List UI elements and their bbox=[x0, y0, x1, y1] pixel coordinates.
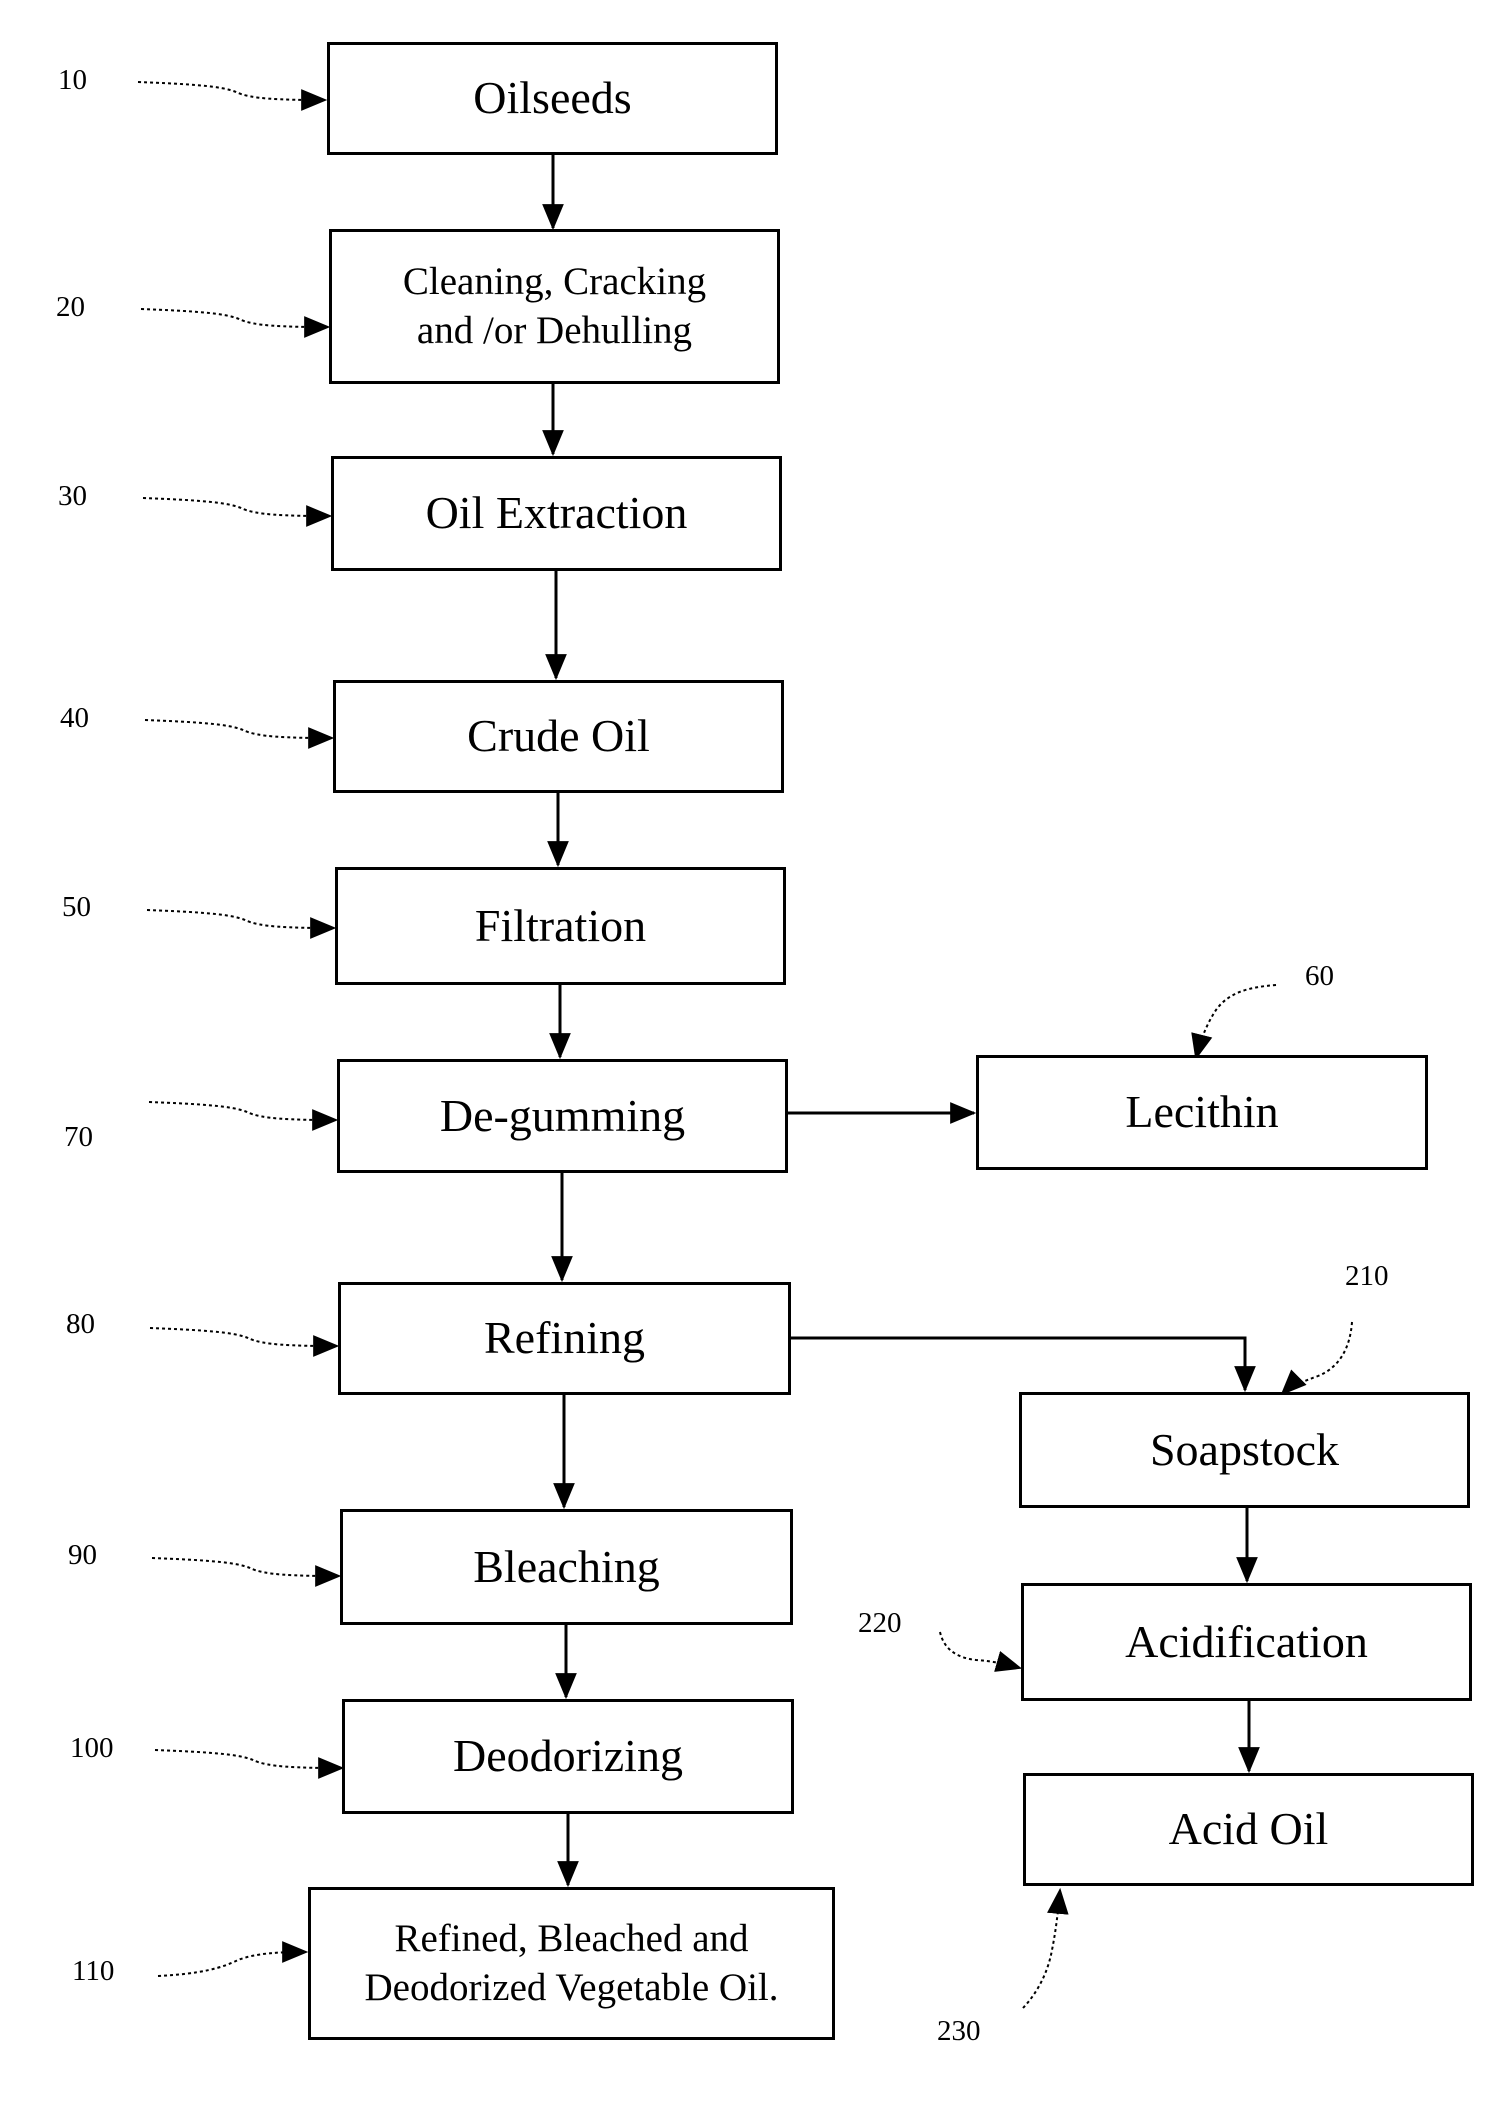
leader-30 bbox=[143, 498, 330, 516]
ref-210: 210 bbox=[1345, 1262, 1389, 1291]
step-oil-extraction: Oil Extraction bbox=[331, 456, 782, 571]
ref-30: 30 bbox=[58, 482, 87, 511]
ref-10: 10 bbox=[58, 66, 87, 95]
ref-60: 60 bbox=[1305, 962, 1334, 991]
step-final-label-line1: Refined, Bleached and bbox=[364, 1915, 778, 1964]
step-refining-label: Refining bbox=[484, 1312, 645, 1365]
step-bleaching: Bleaching bbox=[340, 1509, 793, 1625]
step-acid-oil-label: Acid Oil bbox=[1169, 1803, 1329, 1856]
step-bleaching-label: Bleaching bbox=[473, 1541, 660, 1594]
step-oilseeds: Oilseeds bbox=[327, 42, 778, 155]
arrow-refining-to-soapstock bbox=[791, 1338, 1245, 1390]
ref-100: 100 bbox=[70, 1734, 114, 1763]
leader-100 bbox=[155, 1750, 342, 1768]
ref-50: 50 bbox=[62, 893, 91, 922]
ref-70: 70 bbox=[64, 1123, 93, 1152]
step-crude-oil: Crude Oil bbox=[333, 680, 784, 793]
ref-90: 90 bbox=[68, 1541, 97, 1570]
leader-70 bbox=[149, 1102, 336, 1120]
step-cleaning-label-line2: and /or Dehulling bbox=[403, 307, 706, 356]
ref-230: 230 bbox=[937, 2017, 981, 2046]
ref-110: 110 bbox=[72, 1957, 114, 1986]
step-final-label-line2: Deodorized Vegetable Oil. bbox=[364, 1964, 778, 2013]
step-deodorizing: Deodorizing bbox=[342, 1699, 794, 1814]
step-degumming-label: De-gumming bbox=[440, 1090, 685, 1143]
leader-230 bbox=[1023, 1890, 1060, 2008]
step-deodorizing-label: Deodorizing bbox=[453, 1730, 683, 1783]
step-refined-bleached-deodorized-oil: Refined, Bleached and Deodorized Vegetab… bbox=[308, 1887, 835, 2040]
step-degumming: De-gumming bbox=[337, 1059, 788, 1173]
step-oil-extraction-label: Oil Extraction bbox=[426, 487, 688, 540]
leader-10 bbox=[138, 82, 325, 100]
leader-60 bbox=[1196, 985, 1276, 1058]
ref-20: 20 bbox=[56, 293, 85, 322]
leader-110 bbox=[158, 1952, 306, 1976]
step-acidification: Acidification bbox=[1021, 1583, 1472, 1701]
step-acid-oil: Acid Oil bbox=[1023, 1773, 1474, 1886]
step-crude-oil-label: Crude Oil bbox=[467, 710, 650, 763]
step-soapstock: Soapstock bbox=[1019, 1392, 1470, 1508]
step-filtration-label: Filtration bbox=[475, 900, 646, 953]
leader-220 bbox=[940, 1632, 1020, 1668]
step-acidification-label: Acidification bbox=[1125, 1616, 1368, 1669]
step-lecithin: Lecithin bbox=[976, 1055, 1428, 1170]
ref-40: 40 bbox=[60, 704, 89, 733]
leader-90 bbox=[152, 1558, 339, 1576]
leader-50 bbox=[147, 910, 334, 928]
leader-210 bbox=[1282, 1322, 1352, 1394]
step-lecithin-label: Lecithin bbox=[1125, 1086, 1278, 1139]
leader-20 bbox=[141, 309, 328, 327]
step-soapstock-label: Soapstock bbox=[1150, 1424, 1339, 1477]
step-cleaning-cracking-dehulling: Cleaning, Cracking and /or Dehulling bbox=[329, 229, 780, 384]
ref-80: 80 bbox=[66, 1310, 95, 1339]
step-cleaning-label-line1: Cleaning, Cracking bbox=[403, 258, 706, 307]
step-oilseeds-label: Oilseeds bbox=[473, 72, 631, 125]
leader-40 bbox=[145, 720, 332, 738]
step-refining: Refining bbox=[338, 1282, 791, 1395]
leader-80 bbox=[150, 1328, 337, 1346]
step-filtration: Filtration bbox=[335, 867, 786, 985]
ref-220: 220 bbox=[858, 1609, 902, 1638]
